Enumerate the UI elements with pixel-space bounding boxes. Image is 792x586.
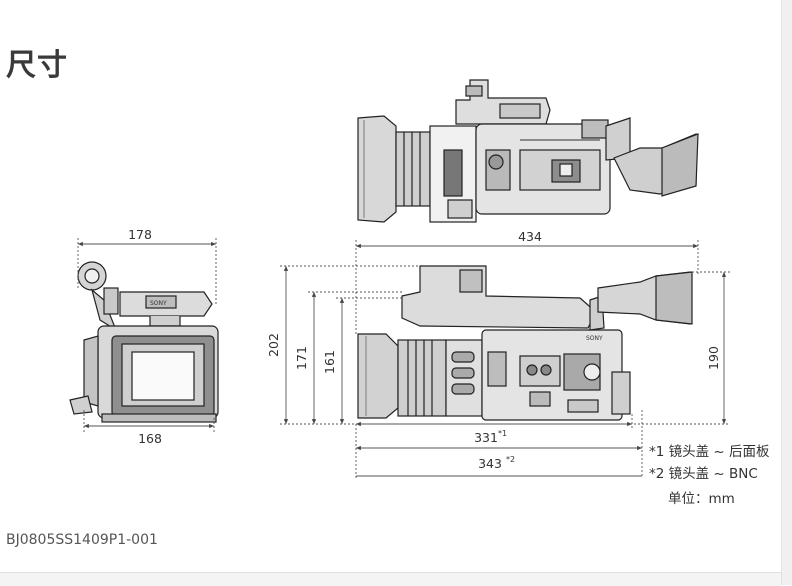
dim-height-171: 171 (294, 346, 309, 370)
dim-height-161: 161 (322, 350, 337, 374)
dim-length-331: 331 (474, 430, 498, 445)
note-lens-cap-rear: *1 镜头盖 ~ 后面板 (649, 444, 770, 460)
dim-width-bottom: 168 (138, 431, 162, 446)
svg-text:SONY: SONY (150, 300, 167, 307)
camera-top-view (357, 79, 699, 223)
page: 尺寸 (6, 48, 770, 548)
page-title: 尺寸 (6, 48, 68, 83)
camera-side-view: SONY (357, 265, 693, 421)
dimension-drawing: SONY (69, 79, 730, 478)
dim-length-331-mark: *1 (498, 429, 507, 438)
brand-label: SONY (586, 335, 603, 342)
document-code: BJ0805SS1409P1-001 (6, 532, 158, 548)
unit-label: 单位：mm (668, 491, 735, 507)
dimension-lines (77, 238, 730, 478)
dim-width-top: 178 (128, 227, 152, 242)
camera-front-view: SONY (69, 261, 219, 423)
dim-length-343: 343 (478, 456, 502, 471)
dim-length-434: 434 (518, 229, 542, 244)
dim-height-202: 202 (266, 333, 281, 357)
bottom-strip (0, 572, 781, 586)
note-lens-cap-bnc: *2 镜头盖 ~ BNC (649, 466, 758, 482)
scrollbar-rail[interactable] (781, 0, 792, 585)
dim-height-190: 190 (706, 346, 721, 370)
dim-length-343-mark: *2 (506, 455, 515, 464)
